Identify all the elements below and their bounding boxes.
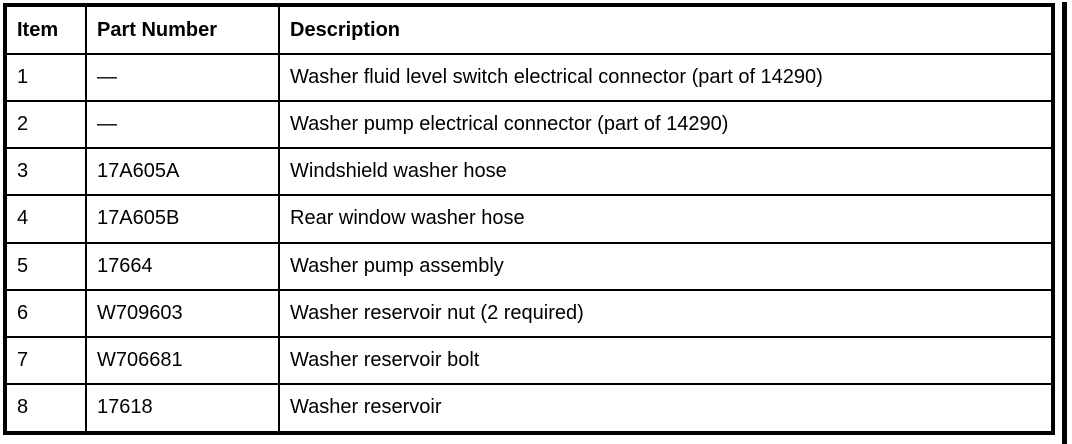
- table-row: 3 17A605A Windshield washer hose: [4, 147, 1054, 197]
- part-number-cell: W709603: [85, 288, 280, 338]
- description-cell: Windshield washer hose: [278, 147, 1054, 197]
- part-number-cell: 17664: [85, 241, 280, 291]
- description-cell: Washer pump assembly: [278, 241, 1054, 291]
- item-cell: 1: [4, 52, 87, 103]
- item-cell: 8: [4, 382, 87, 435]
- part-number-cell: 17618: [85, 382, 280, 435]
- item-cell: 2: [4, 100, 87, 150]
- table-row: 4 17A605B Rear window washer hose: [4, 194, 1054, 244]
- table-row: 5 17664 Washer pump assembly: [4, 241, 1054, 291]
- header-row: Item Part Number Description: [4, 4, 1054, 55]
- description-cell: Washer pump electrical connector (part o…: [278, 100, 1054, 150]
- part-number-cell: —: [85, 52, 280, 103]
- page-edge-line: [1062, 2, 1067, 444]
- description-cell: Rear window washer hose: [278, 194, 1054, 244]
- part-number-cell: 17A605A: [85, 147, 280, 197]
- table-row: 8 17618 Washer reservoir: [4, 382, 1054, 435]
- description-cell: Washer reservoir bolt: [278, 335, 1054, 385]
- item-cell: 3: [4, 147, 87, 197]
- description-cell: Washer reservoir nut (2 required): [278, 288, 1054, 338]
- item-cell: 5: [4, 241, 87, 291]
- table-row: 6 W709603 Washer reservoir nut (2 requir…: [4, 288, 1054, 338]
- table-row: 2 — Washer pump electrical connector (pa…: [4, 100, 1054, 150]
- item-cell: 6: [4, 288, 87, 338]
- parts-table: Item Part Number Description 1 — Washer …: [3, 3, 1055, 435]
- table-row: 7 W706681 Washer reservoir bolt: [4, 335, 1054, 385]
- part-number-cell: 17A605B: [85, 194, 280, 244]
- part-number-cell: —: [85, 100, 280, 150]
- item-cell: 7: [4, 335, 87, 385]
- description-cell: Washer reservoir: [278, 382, 1054, 435]
- column-header-description: Description: [278, 4, 1054, 55]
- item-cell: 4: [4, 194, 87, 244]
- description-cell: Washer fluid level switch electrical con…: [278, 52, 1054, 103]
- part-number-cell: W706681: [85, 335, 280, 385]
- table-row: 1 — Washer fluid level switch electrical…: [4, 52, 1054, 103]
- column-header-item: Item: [4, 4, 87, 55]
- column-header-part-number: Part Number: [85, 4, 280, 55]
